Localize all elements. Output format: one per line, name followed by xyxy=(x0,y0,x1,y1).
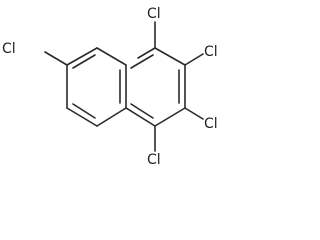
atom-label-cl-lower-right: Cl xyxy=(204,116,218,132)
bond-c4-c4a-inner xyxy=(130,103,154,119)
atom-label-cl-left: Cl xyxy=(2,41,16,57)
bond-c8a-c8 xyxy=(96,47,127,66)
naphthalene-structure-diagram: Cl Cl Cl Cl Cl xyxy=(2,6,218,168)
bond-c6-c5 xyxy=(66,107,98,127)
atom-label-cl-upper-right: Cl xyxy=(204,44,218,60)
bond-c1-c8a-inner xyxy=(130,54,154,69)
bond-c8-c7-inner xyxy=(72,54,96,69)
bond-c7-cl xyxy=(44,51,68,66)
bond-c8-c7 xyxy=(66,47,98,66)
bond-c3-c4 xyxy=(154,107,186,127)
bond-c5-c4a xyxy=(96,107,127,127)
bond-c1-c2 xyxy=(154,47,186,66)
bond-c8a-c1 xyxy=(137,47,156,59)
bond-c6-c5-inner xyxy=(72,103,96,119)
atom-label-cl-top: Cl xyxy=(147,6,161,22)
atom-label-cl-bottom: Cl xyxy=(147,152,161,168)
structure-canvas: Cl Cl Cl Cl Cl xyxy=(2,6,218,168)
bond-c4-c4a xyxy=(125,107,156,127)
bond-c2-cl xyxy=(184,53,204,66)
bond-c3-cl xyxy=(184,107,204,120)
